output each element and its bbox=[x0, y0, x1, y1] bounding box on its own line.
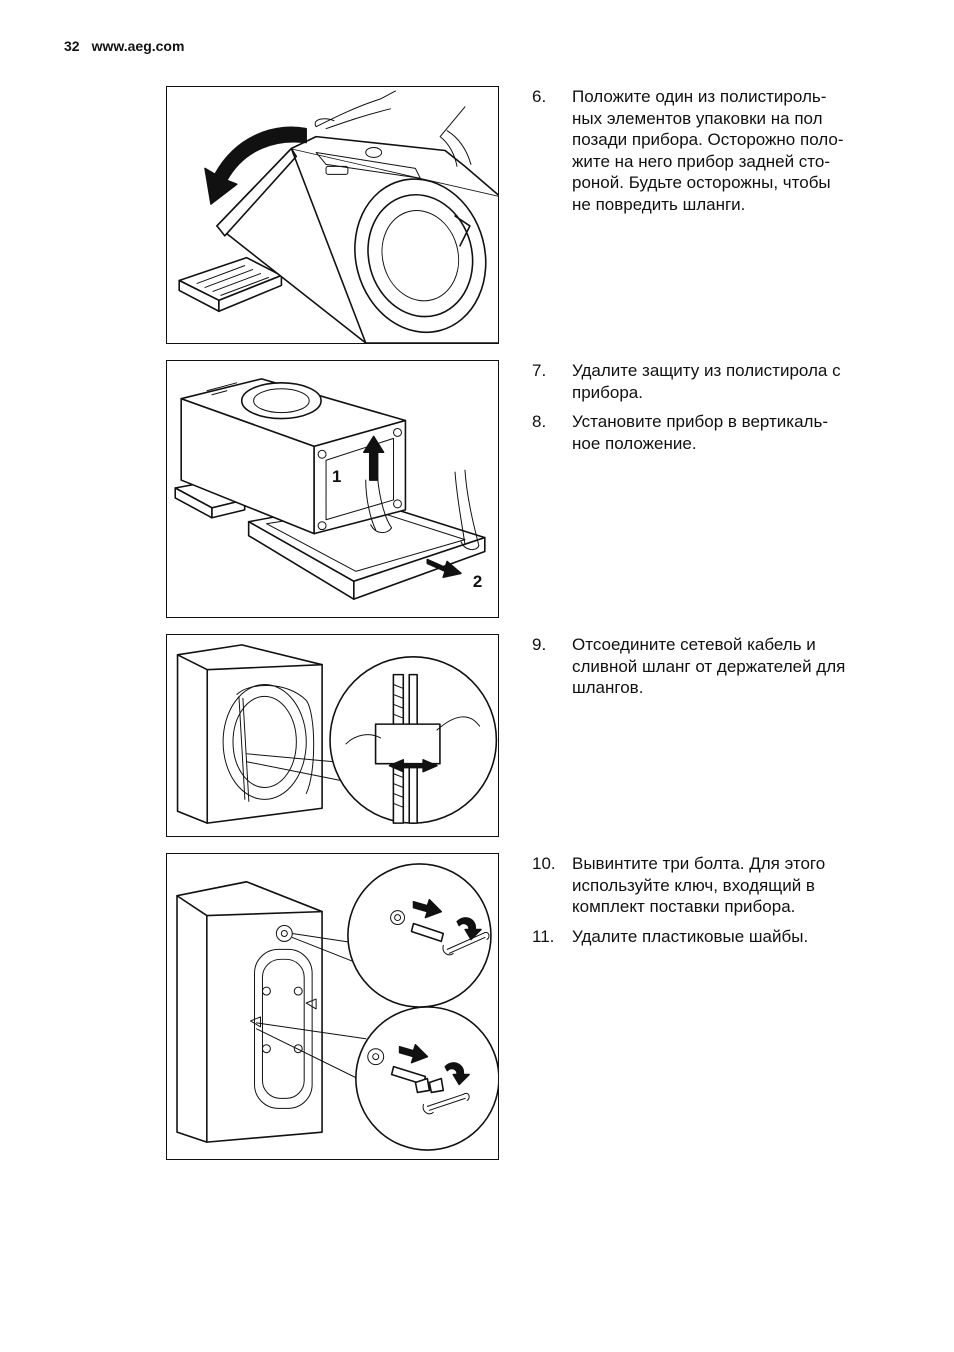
step-item: 8. Установите прибор в вертикаль- ное по… bbox=[532, 411, 902, 454]
step-text: Вывинтите три болта. Для этого используй… bbox=[572, 854, 826, 916]
step-block-10-11: 10. Вывинтите три болта. Для этого испол… bbox=[532, 853, 902, 955]
step-item: 6. Положите один из полистироль- ных эле… bbox=[532, 86, 902, 215]
step-text: Положите один из полистироль- ных элемен… bbox=[572, 87, 844, 214]
figure-detach-hoses bbox=[166, 634, 499, 837]
step-number: 8. bbox=[532, 412, 547, 431]
figure-label-2: 2 bbox=[473, 572, 482, 591]
step-item: 9. Отсоедините сетевой кабель и сливной … bbox=[532, 634, 902, 699]
step-number: 9. bbox=[532, 635, 547, 654]
page-header: 32 www.aeg.com bbox=[64, 38, 184, 54]
step-text: Отсоедините сетевой кабель и сливной шла… bbox=[572, 635, 846, 697]
page-number: 32 bbox=[64, 38, 80, 54]
figure-remove-polystyrene: 1 2 bbox=[166, 360, 499, 618]
figure-label-1: 1 bbox=[332, 467, 341, 486]
step-number: 7. bbox=[532, 361, 547, 380]
header-url: www.aeg.com bbox=[91, 38, 185, 54]
step-item: 7. Удалите защиту из полистирола с прибо… bbox=[532, 360, 902, 403]
step-text: Установите прибор в вертикаль- ное полож… bbox=[572, 412, 828, 453]
step-text: Удалите пластиковые шайбы. bbox=[572, 926, 809, 946]
step-item: 11. Удалите пластиковые шайбы. bbox=[532, 926, 902, 948]
figure-remove-bolts bbox=[166, 853, 499, 1160]
step-text: Удалите защиту из полистирола с прибора. bbox=[572, 361, 841, 402]
step-number: 6. bbox=[532, 87, 547, 106]
step-number: 11. bbox=[532, 926, 555, 946]
step-block-6: 6. Положите один из полистироль- ных эле… bbox=[532, 86, 902, 223]
step-block-9: 9. Отсоедините сетевой кабель и сливной … bbox=[532, 634, 902, 707]
step-item: 10. Вывинтите три болта. Для этого испол… bbox=[532, 853, 902, 918]
figure-tilt-machine bbox=[166, 86, 499, 344]
step-number: 10. bbox=[532, 854, 556, 873]
step-block-7-8: 7. Удалите защиту из полистирола с прибо… bbox=[532, 360, 902, 462]
